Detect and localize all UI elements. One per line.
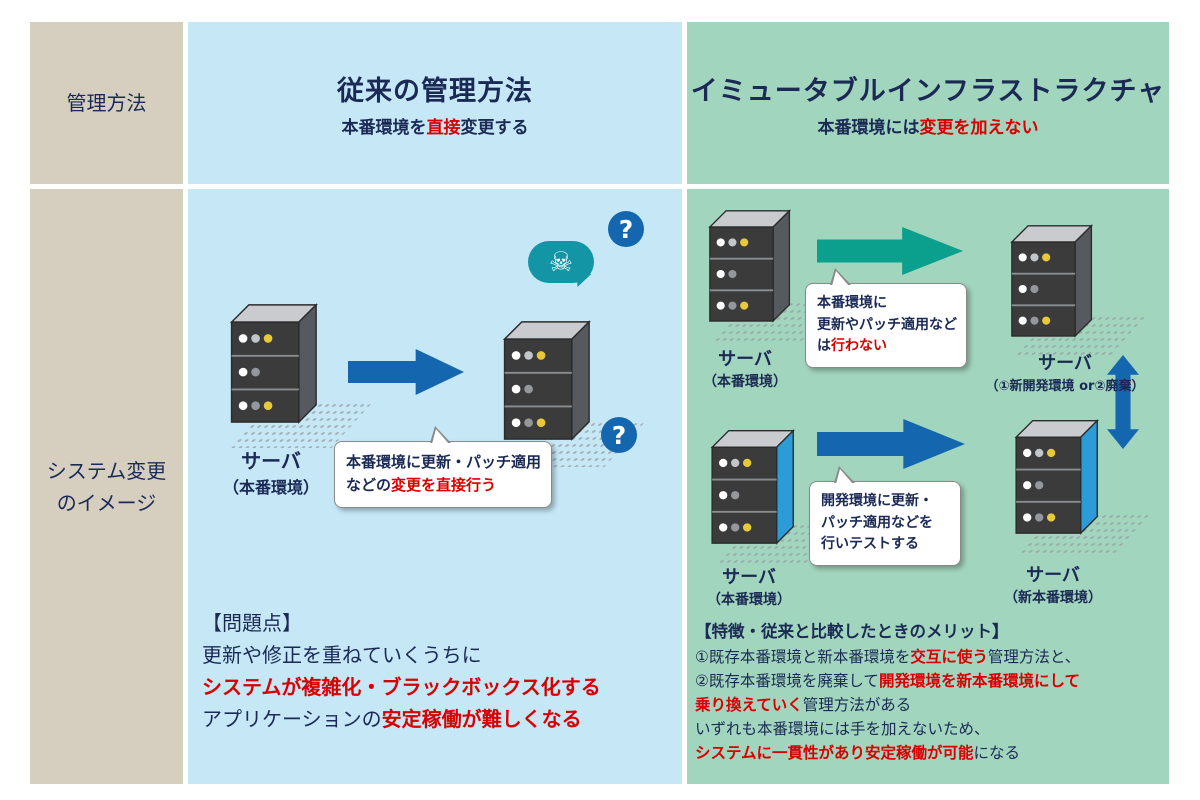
skull-icon: ☠ [548,246,574,278]
no-change-callout: 本番環境に 更新やパッチ適用など は行わない [805,267,967,369]
traditional-diagram: ☠ ? ? サーバ （本番環境） 本番環境に更新・パッチ適用 などの変更を直接行… [188,189,682,784]
server-production-label: サーバ （本番環境） [707,567,791,608]
server-production-icon [699,207,793,323]
arrow-teal-icon [817,227,963,275]
row-header-system-change-label: システム変更 のイメージ [46,458,167,515]
immutable-column-header: イミュータブルインフラストラクチャ 本番環境には変更を加えない [687,22,1169,184]
server-new-production-label: サーバ （新本番環境） [1004,565,1102,606]
server-modified-icon [493,318,593,441]
server-new-production-icon [1005,417,1101,535]
dev-test-callout: 開発環境に更新・ パッチ適用などを 行いテストする [809,465,961,567]
arrow-right-icon [348,349,464,395]
merit-section: 【特徴・従来と比較したときのメリット】 ①既存本番環境と新本番環境を交互に使う管… [695,619,1165,765]
server-production-label: サーバ （本番環境） [703,349,787,390]
server-new-dev-or-discard-label: サーバ （①新開発環境 or②廃棄） [985,353,1145,394]
arrow-vertical-swap-icon [1107,355,1139,449]
traditional-title: 従来の管理方法 [337,75,533,107]
immutable-title: イミュータブルインフラストラクチャ [690,75,1166,107]
row-header-method-label: 管理方法 [66,91,147,115]
question-mark-icon: ? [601,417,637,453]
server-production-label: サーバ （本番環境） [222,449,319,497]
skull-bubble: ☠ [528,241,594,283]
problem-section: 【問題点】 更新や修正を重ねていくうちに システムが複雑化・ブラックボックス化す… [202,607,676,735]
server-new-dev-or-discard-icon [1001,222,1095,338]
problem-heading: 【問題点】 [202,611,302,635]
arrow-right-icon [817,419,965,469]
merit-heading: 【特徴・従来と比較したときのメリット】 [695,622,1009,641]
traditional-column-header: 従来の管理方法 本番環境を直接変更する [188,22,682,184]
row-header-method: 管理方法 [30,22,183,184]
row-header-system-change: システム変更 のイメージ [30,189,183,784]
server-dev-icon [701,427,797,545]
comparison-table: 管理方法 従来の管理方法 本番環境を直接変更する イミュータブルインフラストラク… [30,22,1169,784]
direct-change-callout: 本番環境に更新・パッチ適用 などの変更を直接行う [334,426,552,508]
question-mark-icon: ? [608,211,644,247]
immutable-diagram: 本番環境に 更新やパッチ適用など は行わない サーバ （本番環境） サーバ （①… [687,189,1169,784]
traditional-subtitle: 本番環境を直接変更する [341,117,529,138]
server-production-icon [220,301,320,424]
immutable-subtitle: 本番環境には変更を加えない [817,117,1039,138]
